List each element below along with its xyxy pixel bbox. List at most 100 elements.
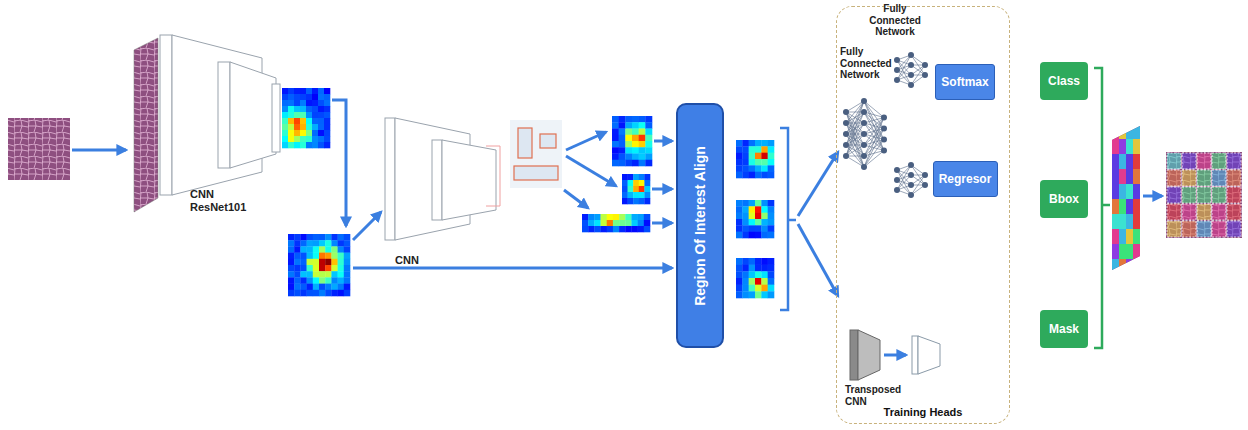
- heatmap-cell: [313, 290, 320, 297]
- heatmap-cell: [633, 186, 639, 192]
- heatmap-cell: [749, 146, 756, 153]
- heatmap-cell: [300, 240, 307, 247]
- heatmap-cell: [338, 284, 345, 291]
- heatmap-cell: [628, 192, 634, 198]
- network-link: [864, 101, 884, 118]
- segment-cell: [1119, 244, 1126, 259]
- instance-mask: [1182, 187, 1196, 203]
- heatmap-cell: [344, 277, 351, 284]
- heatmap-cell: [749, 291, 756, 298]
- heatmap-cell: [742, 258, 749, 265]
- heatmap-cell: [319, 246, 326, 253]
- flow-arrow: [353, 212, 381, 240]
- heatmap-cell: [282, 112, 288, 118]
- heatmap-cell: [288, 277, 295, 284]
- flow-arrow: [564, 132, 616, 208]
- heatmap-cell: [742, 200, 749, 207]
- heatmap-cell: [338, 271, 345, 278]
- heatmap-cell: [761, 172, 768, 179]
- heatmap-cell: [625, 147, 632, 154]
- heatmap-cell: [325, 246, 332, 253]
- heatmap-cell: [645, 154, 652, 161]
- heatmap-cell: [742, 172, 749, 179]
- heatmap-cell: [282, 94, 288, 100]
- heatmap-cell: [331, 246, 338, 253]
- network-neuron: [908, 72, 914, 78]
- heatmap-cell: [588, 220, 594, 226]
- heatmap-cell: [633, 174, 639, 180]
- heatmap-cell: [612, 122, 619, 129]
- network-neuron: [861, 142, 867, 148]
- heatmap-cell: [639, 198, 645, 204]
- heatmap-cell: [761, 200, 768, 207]
- heatmap-cell: [294, 124, 300, 130]
- heatmap-cell: [742, 225, 749, 232]
- heatmap-cell: [742, 213, 749, 220]
- heatmap-cell: [300, 259, 307, 266]
- heatmap-cell: [331, 240, 338, 247]
- network-link: [846, 145, 864, 156]
- heatmap-cell: [294, 234, 301, 241]
- heatmap-cell: [632, 160, 639, 167]
- segment-cell: [1133, 214, 1140, 229]
- heatmap-cell: [755, 140, 762, 147]
- network-neuron: [861, 109, 867, 115]
- heatmap-cell: [619, 160, 626, 167]
- heatmap-cell: [612, 160, 619, 167]
- input-image: [8, 118, 70, 180]
- flow-arrow: [1143, 195, 1162, 198]
- heatmap-cell: [644, 220, 650, 226]
- heatmap-cell: [312, 136, 318, 142]
- heatmap-cell: [644, 186, 650, 192]
- instance-mask: [1167, 153, 1181, 169]
- heatmap-cell: [344, 259, 351, 266]
- heatmap-cell: [324, 118, 330, 124]
- heatmap-cell: [612, 147, 619, 154]
- heatmap-cell: [300, 106, 306, 112]
- heatmap-cell: [325, 265, 332, 272]
- network-label: Fully Connected Network: [840, 46, 900, 81]
- instance-mask: [1182, 221, 1196, 237]
- heatmap-cell: [632, 122, 639, 129]
- heatmap-cell: [325, 271, 332, 278]
- network-link: [864, 112, 884, 140]
- segment-cell: [1119, 154, 1126, 169]
- heatmap-cell: [282, 136, 288, 142]
- heatmap-cell: [319, 265, 326, 272]
- heatmap-cell: [749, 219, 756, 226]
- heatmap-cell: [638, 226, 644, 232]
- heatmap-cell: [761, 265, 768, 272]
- heatmap-cell: [639, 186, 645, 192]
- heatmap-cell: [306, 106, 312, 112]
- heatmap-cell: [749, 165, 756, 172]
- heatmap-cell: [736, 265, 743, 272]
- heatmap-cell: [294, 106, 300, 112]
- network-neuron: [881, 137, 887, 143]
- heatmap-cell: [288, 142, 294, 148]
- training-heads-group: Training HeadsSoftmaxRegresor: [836, 6, 1010, 424]
- heatmap-cell: [742, 219, 749, 226]
- heatmap-cell: [319, 290, 326, 297]
- heatmap-cell: [300, 130, 306, 136]
- heatmap-cell: [639, 122, 646, 129]
- heatmap-cell: [625, 122, 632, 129]
- heatmap-cell: [633, 198, 639, 204]
- heatmap-cell: [312, 112, 318, 118]
- network-neuron: [908, 162, 914, 168]
- heatmap-cell: [625, 220, 631, 226]
- segment-cell: [1119, 229, 1126, 244]
- heatmap-cell: [307, 271, 314, 278]
- heatmap-cell: [632, 135, 639, 142]
- heatmap-cell: [736, 165, 743, 172]
- heatmap-cell: [645, 141, 652, 148]
- output-box: Class: [1040, 62, 1088, 100]
- heatmap-cell: [622, 180, 628, 186]
- heatmap-cell: [639, 116, 646, 123]
- segment-cell: [1112, 184, 1119, 199]
- heatmap-cell: [761, 291, 768, 298]
- network-link: [864, 118, 884, 168]
- heatmap-cell: [307, 234, 314, 241]
- heatmap-cell: [644, 180, 650, 186]
- heatmap-cell: [282, 130, 288, 136]
- heatmap-cell: [313, 271, 320, 278]
